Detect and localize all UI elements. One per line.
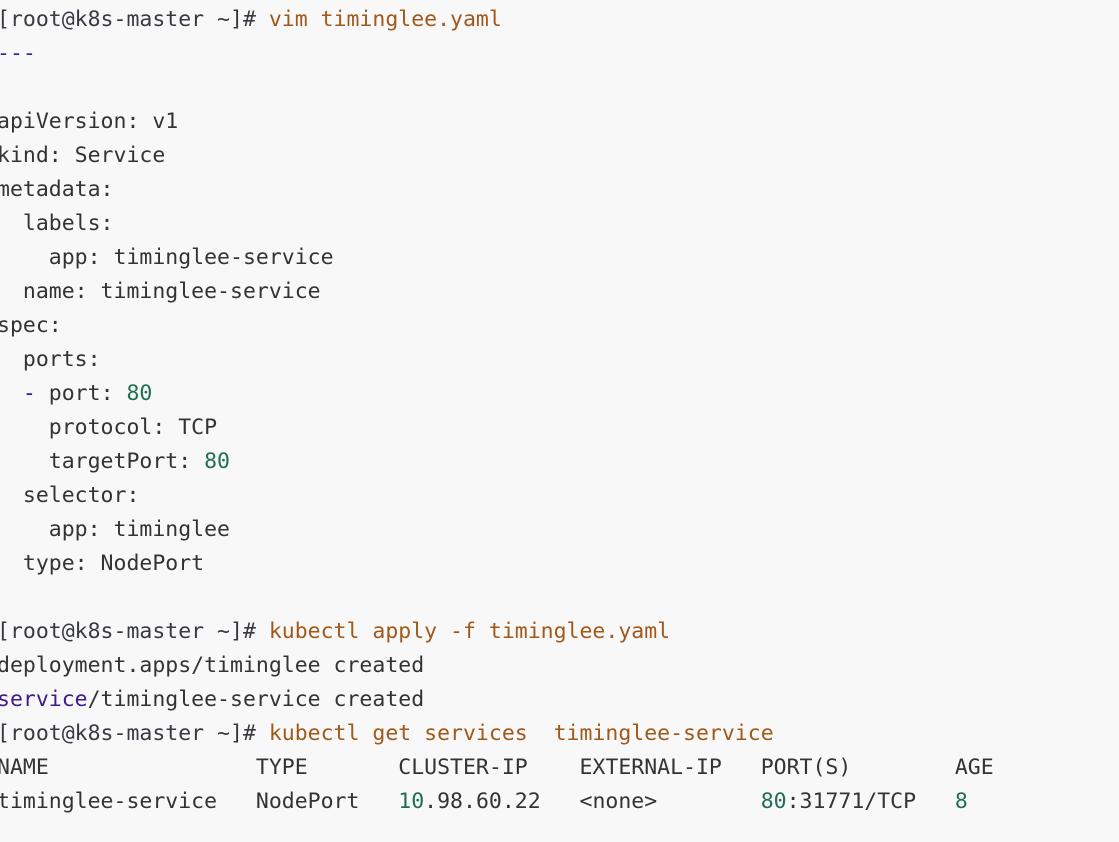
text-segment: apiVersion: v1 [0,109,179,134]
text-segment: --- [0,41,36,66]
text-segment: port: [35,381,127,406]
terminal-line: protocol: TCP [0,411,1119,445]
terminal-line: targetPort: 80 [0,445,1119,479]
text-segment: - [22,381,36,406]
text-segment: kind: Service [0,143,166,168]
text-segment: metadata: [0,177,114,202]
text-segment: .98.60.22 <none> [424,789,761,814]
text-segment: spec: [0,313,62,338]
terminal-line: [root@k8s-master ~]# kubectl get service… [0,717,1119,751]
text-segment: :31771/TCP [786,789,955,814]
terminal-line [0,581,1119,615]
terminal-line: spec: [0,309,1119,343]
terminal-output: [root@k8s-master ~]# vim timinglee.yaml -… [0,3,1119,819]
terminal-line: apiVersion: v1 [0,105,1119,139]
text-segment: protocol: TCP [0,415,218,440]
terminal-line: selector: [0,479,1119,513]
text-segment: [root@k8s-master ~]# [0,619,269,644]
text-segment: app: timinglee [0,517,230,542]
text-segment: 8 [954,789,968,814]
terminal-line: NAME TYPE CLUSTER-IP EXTERNAL-IP PORT(S)… [0,751,1119,785]
text-segment: app: timinglee-service [0,245,334,270]
terminal-line: type: NodePort [0,547,1119,581]
terminal-line: labels: [0,207,1119,241]
text-segment [0,381,23,406]
terminal-line: [root@k8s-master ~]# kubectl apply -f ti… [0,615,1119,649]
text-segment: [root@k8s-master ~]# [0,721,269,746]
text-segment: targetPort: [0,449,205,474]
text-segment: 80 [760,789,787,814]
terminal-line: kind: Service [0,139,1119,173]
terminal-line: ports: [0,343,1119,377]
text-segment: /timinglee-service created [87,687,425,712]
text-segment: selector: [0,483,140,508]
terminal-line: app: timinglee [0,513,1119,547]
terminal-line: app: timinglee-service [0,241,1119,275]
terminal-line: [root@k8s-master ~]# vim timinglee.yaml [0,3,1119,37]
text-segment: labels: [0,211,114,236]
text-segment: deployment.apps/timinglee created [0,653,425,678]
text-segment: name: timinglee-service [0,279,321,304]
text-segment: [root@k8s-master ~]# [0,7,269,32]
text-segment: timinglee-service NodePort [0,789,399,814]
text-segment: type: NodePort [0,551,205,576]
text-segment: vim timinglee.yaml [268,7,502,32]
text-segment: service [0,687,88,712]
text-segment: kubectl get services timinglee-service [268,721,774,746]
text-segment: 80 [204,449,230,474]
terminal-line [0,71,1119,105]
text-segment: 80 [126,381,153,406]
terminal-line: metadata: [0,173,1119,207]
terminal-line: service/timinglee-service created [0,683,1119,717]
terminal-line: name: timinglee-service [0,275,1119,309]
text-segment: 10 [398,789,425,814]
text-segment: kubectl apply -f timinglee.yaml [268,619,671,644]
terminal-line: - port: 80 [0,377,1119,411]
terminal-line: timinglee-service NodePort 10.98.60.22 <… [0,785,1119,819]
terminal-line: --- [0,37,1119,71]
terminal-line: deployment.apps/timinglee created [0,649,1119,683]
text-segment: NAME TYPE CLUSTER-IP EXTERNAL-IP PORT(S)… [0,755,994,780]
text-segment: ports: [0,347,101,372]
